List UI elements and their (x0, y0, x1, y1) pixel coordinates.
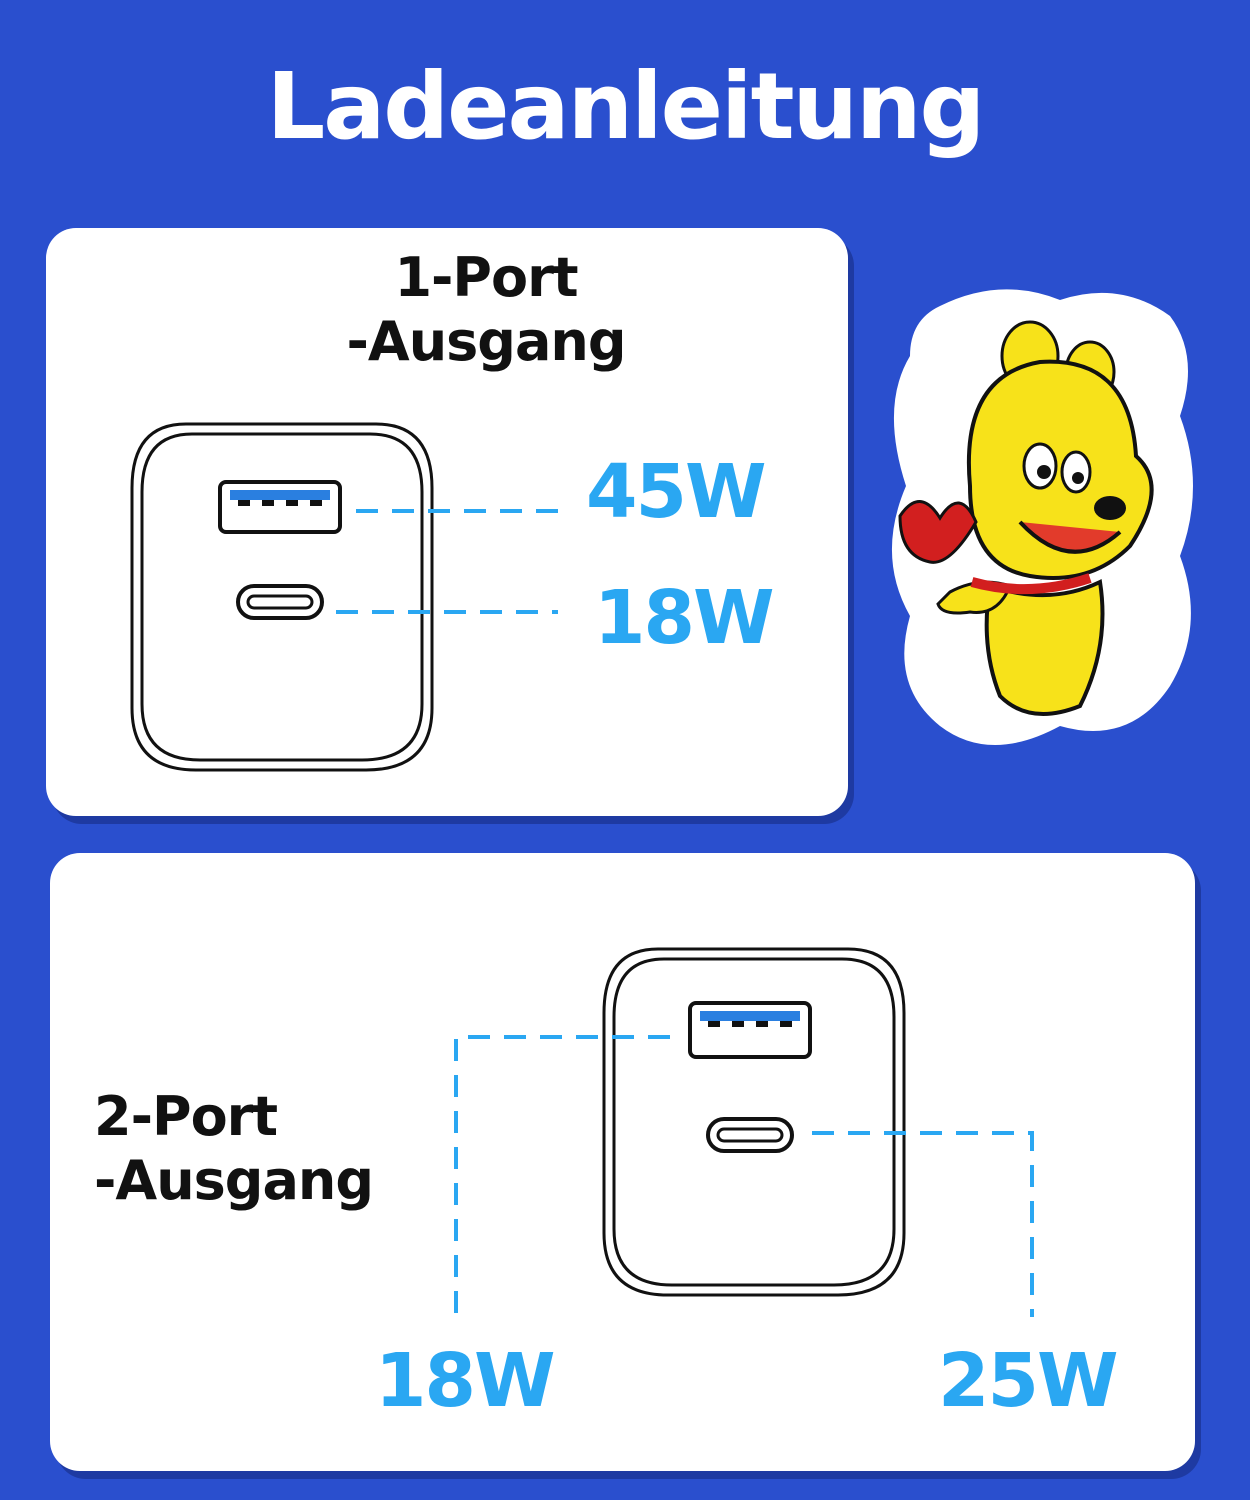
one-port-label-line1: 1-Port (394, 246, 578, 309)
two-port-label: 2-Port -Ausgang (94, 1085, 454, 1213)
usb-c-connector-line (812, 1131, 1034, 1317)
one-port-connector-lines (336, 509, 558, 614)
usb-a-port-icon (218, 480, 342, 534)
usb-a-watt-label: 18W (375, 1338, 556, 1424)
usb-c-port-icon (236, 584, 324, 620)
two-port-label-line2: -Ausgang (94, 1149, 374, 1212)
charger-icon (602, 947, 906, 1297)
usb-a-connector-line (454, 1035, 670, 1317)
one-port-card: 1-Port -Ausgang 45W 18W (46, 228, 848, 816)
two-port-label-line1: 2-Port (94, 1085, 278, 1148)
one-port-label-line2: -Ausgang (346, 310, 627, 373)
bear-mascot-icon (880, 286, 1200, 756)
usb-c-watt-label: 25W (938, 1338, 1119, 1424)
usb-c-port-icon (706, 1117, 794, 1153)
one-port-label: 1-Port -Ausgang (266, 246, 706, 374)
two-port-card: 2-Port -Ausgang 18W 25W (50, 853, 1195, 1471)
usb-c-watt-label: 18W (594, 575, 775, 661)
usb-a-watt-label: 45W (586, 449, 767, 535)
usb-a-port-icon (688, 1001, 812, 1059)
two-port-connector-lines (454, 1035, 1034, 1317)
page-title: Ladeanleitung (266, 53, 986, 160)
